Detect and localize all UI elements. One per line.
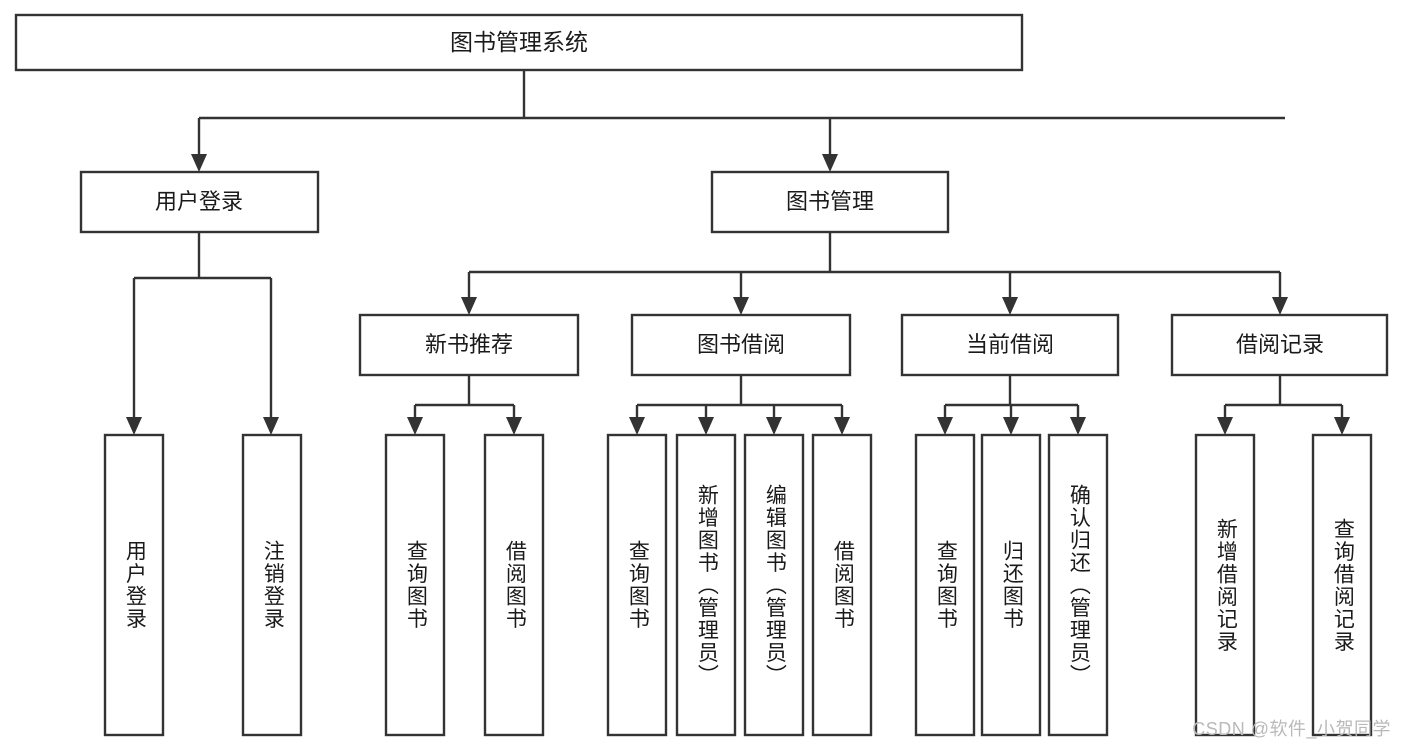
connector-group-user-login [126, 232, 279, 435]
node-user-login-label: 用户登录 [155, 189, 243, 214]
arrow-to-book-borrow [733, 297, 749, 315]
node-current-borrow-label: 当前借阅 [966, 332, 1054, 357]
leaf-boxes-new-book [384, 433, 545, 737]
leaf-boxes-current-borrow [914, 433, 1109, 737]
leaf-box-current-borrow-2[interactable] [980, 433, 1042, 737]
node-current-borrow-box [900, 313, 1120, 377]
node-borrow-record-box [1170, 313, 1389, 377]
connector-group-current-borrow [937, 375, 1086, 435]
leaf-box-new-book-2[interactable] [483, 433, 545, 737]
connector-group-book-borrow [629, 375, 850, 435]
arrow-cb-leaf-3 [1070, 417, 1086, 435]
arrow-to-book-manage [822, 154, 838, 172]
csdn-watermark: CSDN @软件_小贺同学 [1192, 719, 1391, 739]
node-new-book-label: 新书推荐 [425, 332, 513, 357]
node-book-manage-box [710, 170, 950, 234]
leaf-box-current-borrow-1[interactable] [914, 433, 976, 737]
connector-group-book-manage [461, 232, 1288, 315]
node-book-borrow-label: 图书借阅 [697, 332, 785, 357]
leaf-box-book-borrow-1[interactable] [606, 433, 668, 737]
arrow-cb-leaf-2 [1003, 417, 1019, 435]
node-book-manage-label: 图书管理 [786, 189, 874, 214]
connector-group-borrow-record [1217, 375, 1350, 435]
connector-group-new-book [407, 375, 522, 435]
arrow-newbook-leaf-1 [407, 417, 423, 435]
connector-group-root [191, 70, 1285, 172]
arrow-user-login-leaf-2 [263, 417, 279, 435]
node-root-box [14, 13, 1024, 72]
arrow-bb-leaf-4 [834, 417, 850, 435]
arrow-bb-leaf-2 [698, 417, 714, 435]
node-new-book-box [358, 313, 580, 377]
leaf-boxes-borrow-record [1194, 433, 1373, 737]
leaf-box-book-borrow-3[interactable] [743, 433, 805, 737]
node-new-book-recommend[interactable]: 新书推荐 [358, 313, 580, 377]
arrow-cb-leaf-1 [937, 417, 953, 435]
node-current-borrow[interactable]: 当前借阅 [900, 313, 1120, 377]
leaf-box-user-login-2[interactable] [241, 433, 303, 737]
node-root-label: 图书管理系统 [450, 29, 588, 55]
leaf-box-book-borrow-2[interactable] [675, 433, 737, 737]
arrow-bb-leaf-1 [629, 417, 645, 435]
node-book-manage[interactable]: 图书管理 [710, 170, 950, 234]
node-borrow-record[interactable]: 借阅记录 [1170, 313, 1389, 377]
leaf-box-new-book-1[interactable] [384, 433, 446, 737]
arrow-user-login-leaf-1 [126, 417, 142, 435]
node-user-login[interactable]: 用户登录 [79, 170, 320, 234]
arrow-to-current-borrow [1002, 297, 1018, 315]
arrow-br-leaf-2 [1334, 417, 1350, 435]
arrow-to-new-book [461, 297, 477, 315]
leaf-box-current-borrow-3[interactable] [1047, 433, 1109, 737]
arrow-to-user-login [191, 154, 207, 172]
leaf-box-borrow-record-1[interactable] [1194, 433, 1256, 737]
arrow-to-borrow-record [1272, 297, 1288, 315]
arrow-newbook-leaf-2 [506, 417, 522, 435]
node-root-system[interactable]: 图书管理系统 [14, 13, 1024, 72]
leaf-boxes-book-borrow [606, 433, 873, 737]
leaf-box-book-borrow-4[interactable] [811, 433, 873, 737]
node-user-login-box [79, 170, 320, 234]
node-book-borrow-box [630, 313, 852, 377]
arrow-br-leaf-1 [1217, 417, 1233, 435]
leaf-box-borrow-record-2[interactable] [1311, 433, 1373, 737]
node-borrow-record-label: 借阅记录 [1236, 332, 1324, 357]
leaf-box-user-login-1[interactable] [103, 433, 165, 737]
node-book-borrow[interactable]: 图书借阅 [630, 313, 852, 377]
arrow-bb-leaf-3 [766, 417, 782, 435]
leaf-boxes-user-login [103, 433, 303, 737]
